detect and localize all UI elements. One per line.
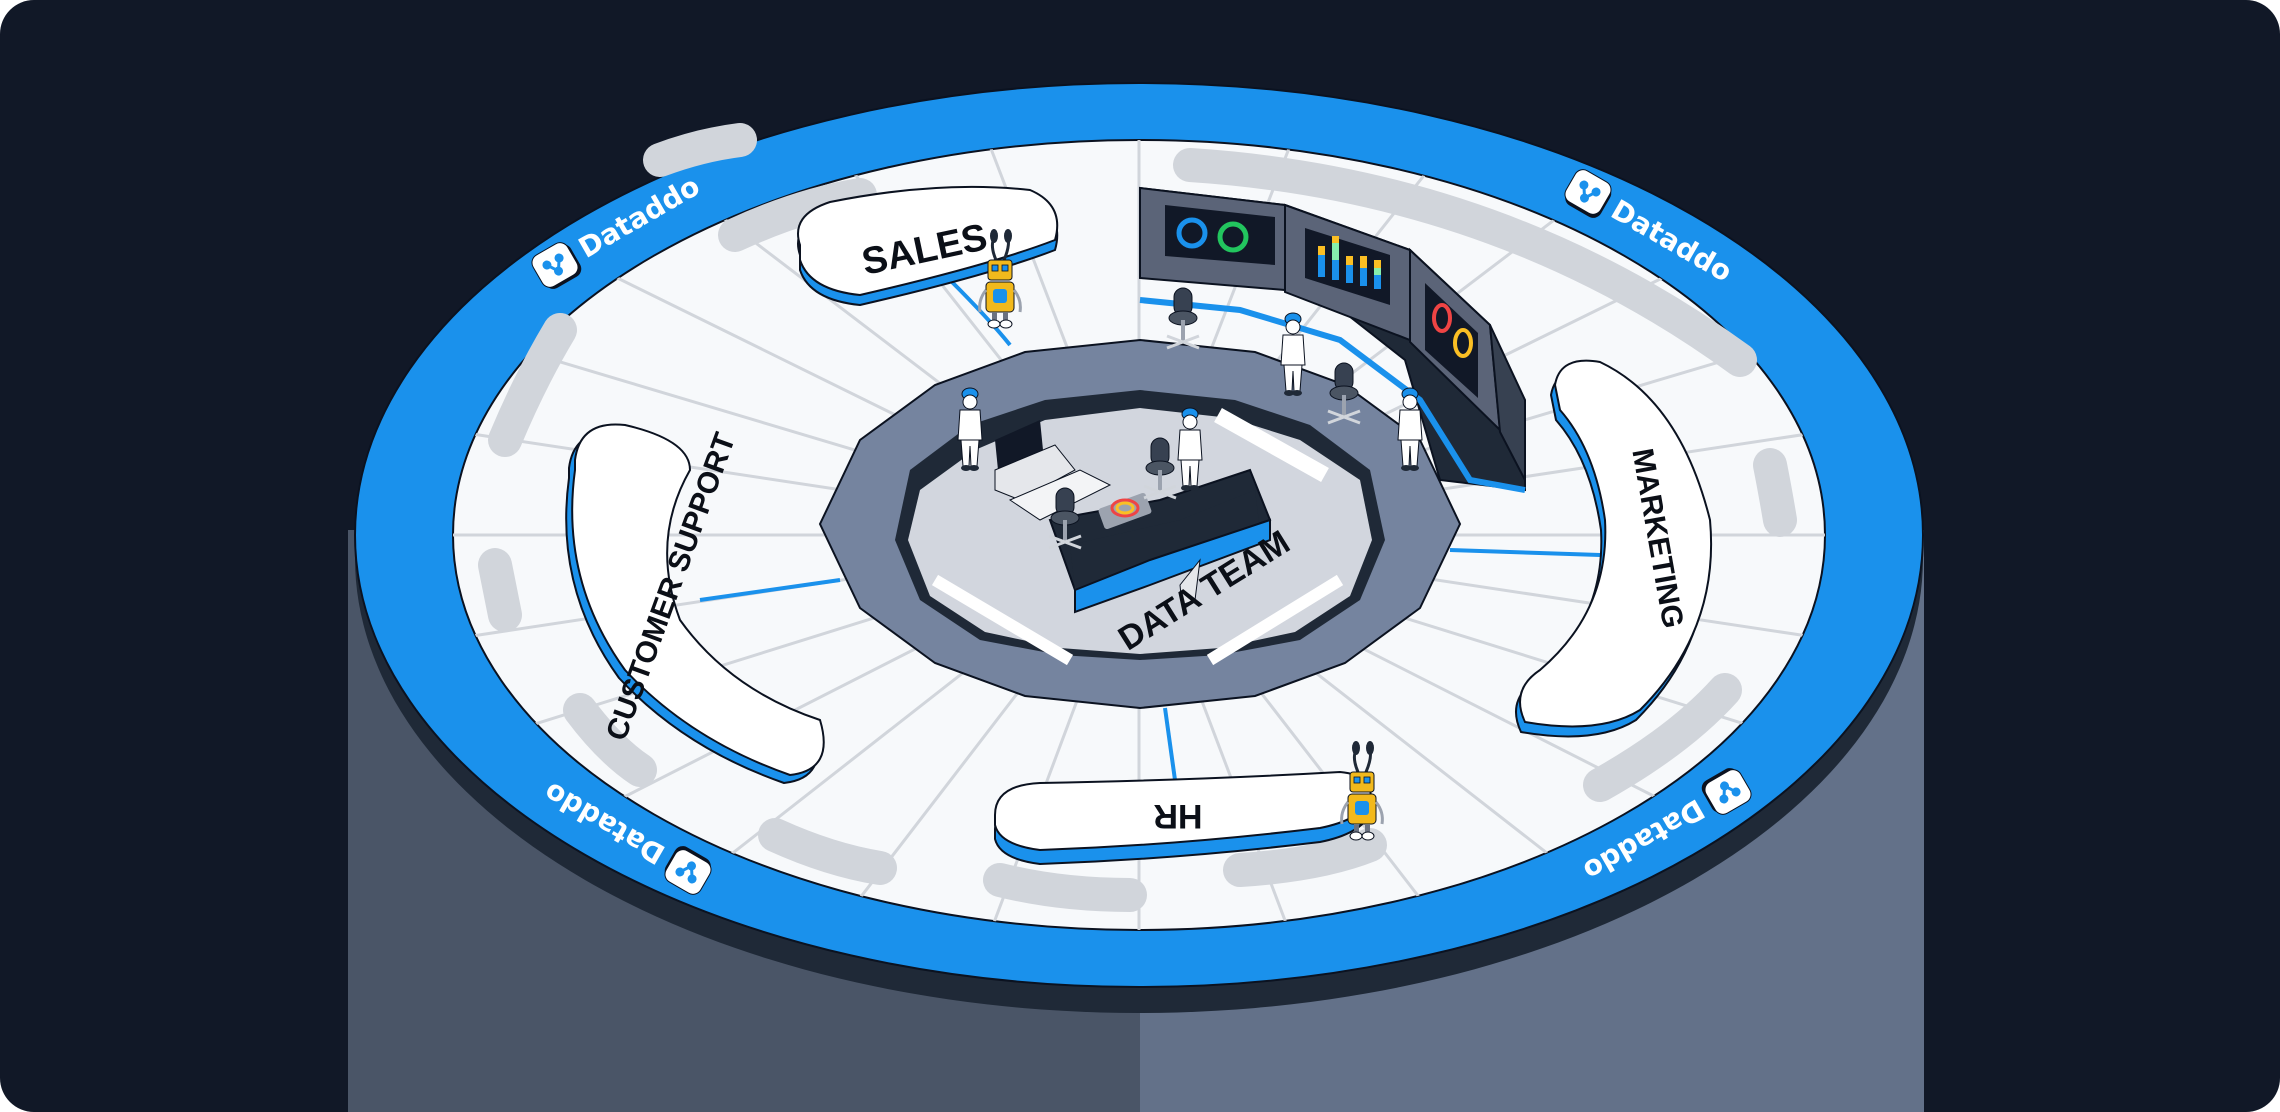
- dashboard-screen-1: [1165, 205, 1275, 265]
- pad-sales[interactable]: SALES: [797, 185, 1059, 307]
- donut-chart-icon: [1453, 328, 1473, 358]
- pad-hr[interactable]: HR: [994, 770, 1372, 866]
- label-hr: HR: [1153, 797, 1202, 835]
- central-console: [1048, 468, 1272, 614]
- donut-chart-icon: [1176, 217, 1208, 249]
- donut-chart-icon: [1432, 303, 1452, 333]
- outer-tracks: [478, 123, 1797, 912]
- dashboard-screen-3: [1425, 283, 1478, 398]
- dashboard-screen-2: [1305, 228, 1390, 305]
- donut-chart-icon: [1217, 221, 1249, 253]
- connector-lines: [699, 278, 1601, 781]
- pad-marketing[interactable]: MARKETING: [1515, 359, 1713, 738]
